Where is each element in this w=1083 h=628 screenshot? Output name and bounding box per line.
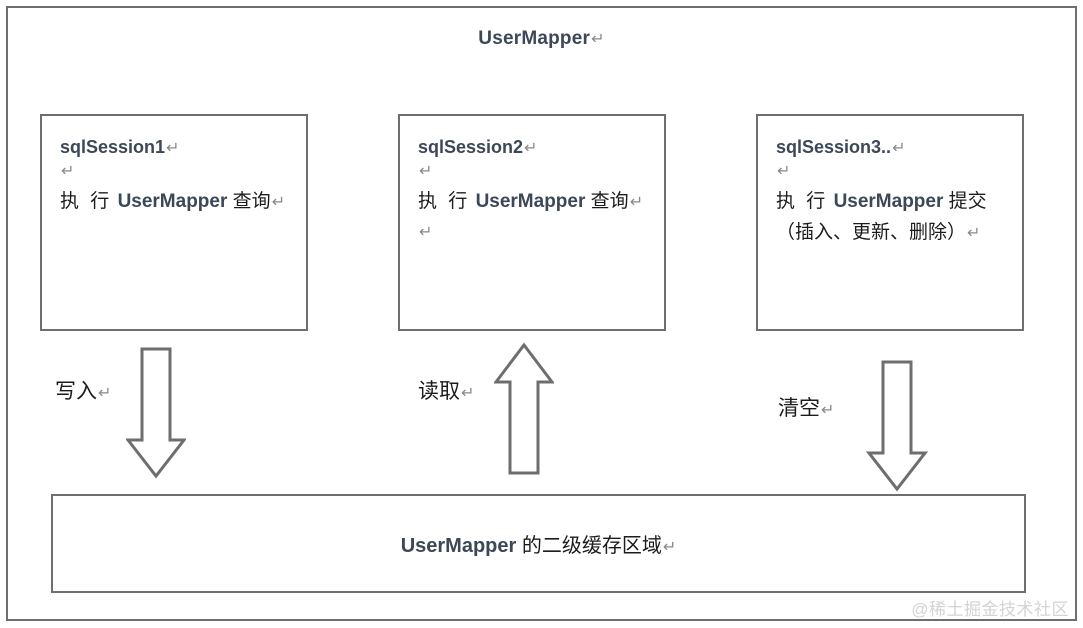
session-title-text: sqlSession1: [60, 137, 166, 157]
return-glyph-icon: ↵: [419, 163, 433, 180]
session-body: 执 行 UserMapper 查询↵: [418, 187, 648, 218]
session-body: 执 行 UserMapper 提交（插入、更新、删除）↵: [776, 187, 1006, 249]
arrow-label-read: 读取↵: [418, 375, 474, 405]
arrow-down-clear-icon: [866, 360, 928, 492]
arrow-label-text: 读取: [418, 380, 460, 403]
return-glyph-icon: ↵: [662, 539, 677, 556]
session-body-mapper: UserMapper: [833, 191, 944, 212]
second-level-cache-box[interactable]: UserMapper 的二级缓存区域↵: [51, 494, 1026, 593]
session-blank-line: ↵: [418, 157, 648, 187]
return-glyph-icon: ↵: [591, 31, 605, 48]
return-glyph-icon: ↵: [61, 163, 75, 180]
session-box-2[interactable]: sqlSession2↵ ↵ 执 行 UserMapper 查询↵ ↵: [398, 114, 666, 331]
return-glyph-icon: ↵: [271, 194, 286, 211]
return-glyph-icon: ↵: [461, 385, 475, 402]
session-body-prefix: 执 行: [60, 191, 113, 212]
return-glyph-icon: ↵: [419, 223, 433, 241]
cache-label: UserMapper 的二级缓存区域↵: [401, 529, 677, 558]
session-title: sqlSession3..↵: [776, 138, 1006, 157]
session-title-text: sqlSession2: [418, 137, 524, 157]
session-title: sqlSession1↵: [60, 138, 290, 157]
session-blank-line: ↵: [60, 157, 290, 187]
session-box-3[interactable]: sqlSession3..↵ ↵ 执 行 UserMapper 提交（插入、更新…: [756, 114, 1024, 331]
session-body-mapper: UserMapper: [117, 191, 228, 212]
session-body-prefix: 执 行: [776, 191, 829, 212]
arrow-label-text: 清空: [778, 397, 820, 420]
return-glyph-icon: ↵: [629, 194, 644, 211]
cache-label-suffix: 的二级缓存区域: [521, 535, 662, 557]
session-title-text: sqlSession3..: [776, 137, 892, 157]
session-box-1[interactable]: sqlSession1↵ ↵ 执 行 UserMapper 查询↵: [40, 114, 308, 331]
arrow-up-read-icon: [494, 342, 554, 475]
arrow-down-write-icon: [126, 347, 186, 479]
return-glyph-icon: ↵: [166, 140, 180, 157]
page-title: UserMapper↵: [0, 28, 1083, 50]
session-title: sqlSession2↵: [418, 138, 648, 157]
watermark: @稀土掘金技术社区: [911, 600, 1069, 619]
return-glyph-icon: ↵: [821, 402, 835, 419]
arrow-label-text: 写入: [55, 380, 97, 403]
session-body-suffix: 查询: [232, 191, 271, 212]
cache-label-mapper: UserMapper: [400, 535, 517, 557]
return-glyph-icon: ↵: [524, 140, 538, 157]
session-body: 执 行 UserMapper 查询↵: [60, 187, 290, 218]
arrow-label-clear: 清空↵: [778, 392, 834, 422]
return-glyph-icon: ↵: [967, 224, 981, 242]
return-glyph-icon: ↵: [892, 140, 906, 157]
session-body-suffix: 查询: [590, 191, 629, 212]
return-glyph-icon: ↵: [777, 163, 791, 180]
session-blank-line: ↵: [776, 157, 1006, 187]
session-tail-line: ↵: [418, 218, 648, 248]
return-glyph-icon: ↵: [98, 385, 112, 402]
session-body-mapper: UserMapper: [475, 191, 586, 212]
session-body-suffix: 提交（插入、更新、删除）: [776, 191, 987, 243]
session-body-prefix: 执 行: [418, 191, 471, 212]
arrow-label-write: 写入↵: [55, 375, 111, 405]
page-title-text: UserMapper: [478, 28, 591, 49]
